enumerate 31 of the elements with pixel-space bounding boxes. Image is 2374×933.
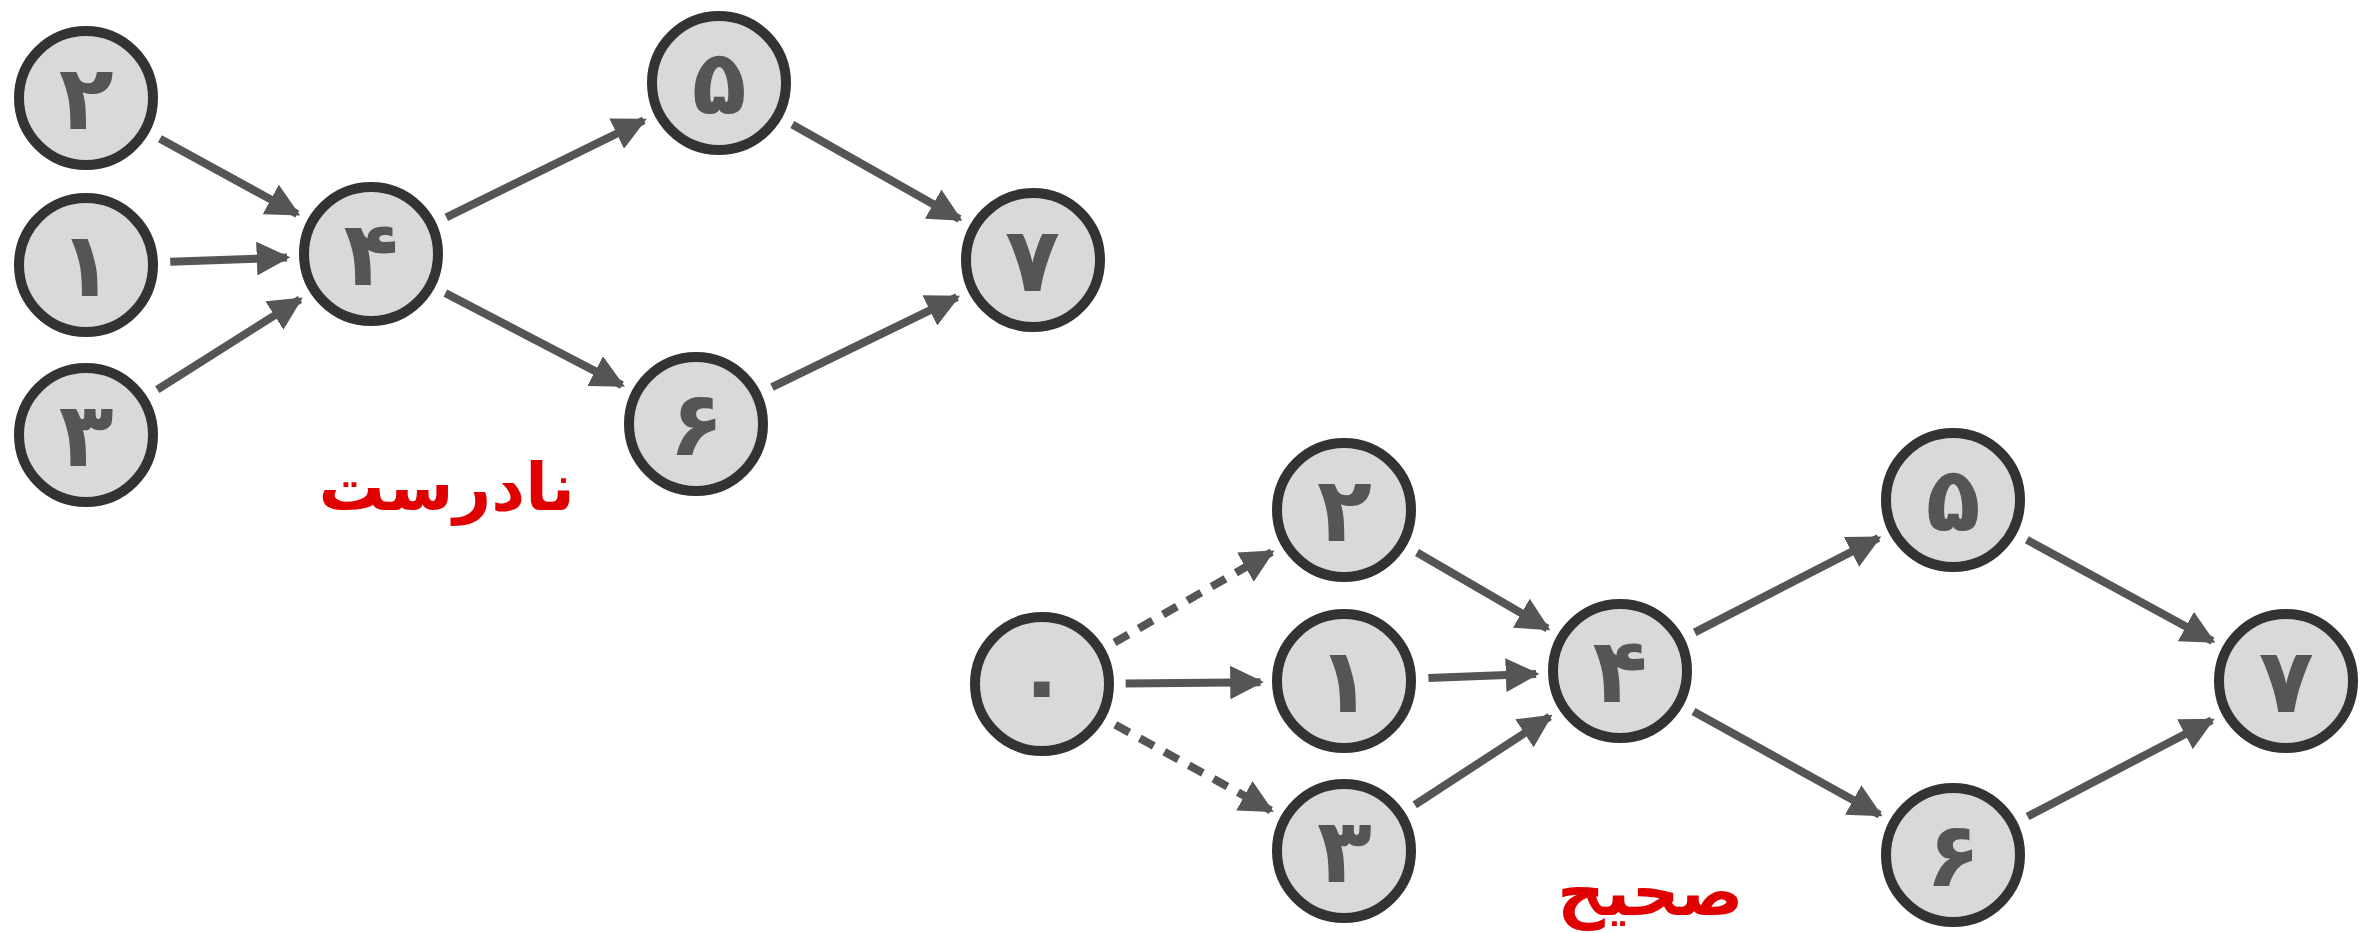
circle-node: ۴ [1548,598,1692,743]
verdict-label: نادرست [318,447,575,528]
circle-node: ۶ [1881,783,2026,928]
circle-node: ۶ [624,351,769,496]
circle-node: ۱ [1272,609,1417,754]
arrow [443,289,625,389]
arrow [444,116,647,221]
circle-node: ۵ [647,11,792,156]
circle-node: ۲ [14,26,159,171]
arrow [770,293,961,391]
arrow [155,295,303,393]
arrow [2025,716,2215,821]
circle-node: ۰ [969,612,1114,757]
circle-node: ۲ [1272,438,1417,583]
circle-node: ۳ [14,362,159,507]
arrow [2024,536,2216,645]
arrow [1691,707,1883,819]
arrow [1113,721,1274,814]
verdict-label: صحیح [1557,853,1744,933]
arrow [790,121,963,223]
arrow [158,135,301,218]
circle-node: ۴ [298,182,443,327]
circle-node: ۱ [14,192,159,337]
arrow [1112,548,1275,646]
circle-node: ۵ [1881,427,2026,572]
arrow [1692,534,1882,636]
circle-node: ۷ [2214,609,2359,754]
circle-node: ۷ [960,188,1105,333]
arrow [1412,713,1553,809]
arrow [1415,549,1551,632]
circle-node: ۳ [1272,778,1417,923]
